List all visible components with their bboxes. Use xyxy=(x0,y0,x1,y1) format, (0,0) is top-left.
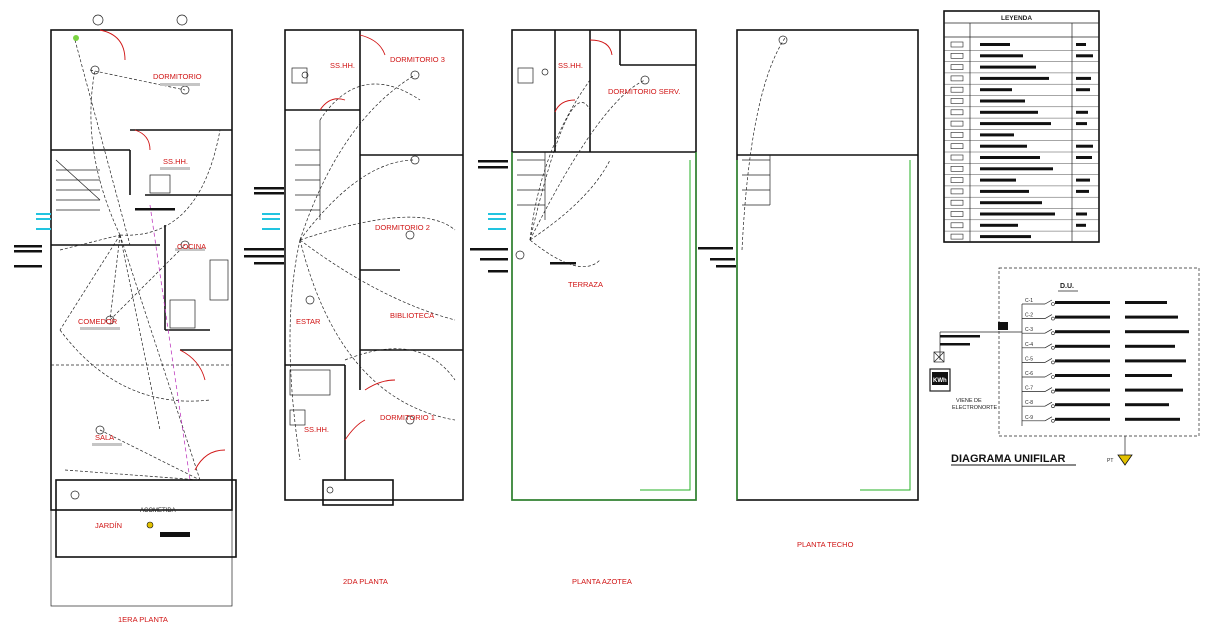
circuit-label: C-4 xyxy=(1025,342,1033,348)
legend-rows xyxy=(944,41,1099,243)
kwh-meter-label: KWh xyxy=(933,378,947,384)
circuit-label: C-5 xyxy=(1025,356,1033,362)
legend-row xyxy=(944,109,1099,119)
legend-table: LEYENDA xyxy=(943,10,1100,243)
room-label-dormitorio-2: DORMITORIO 2 xyxy=(375,223,430,232)
room-label-dormitorio-serv: DORMITORIO SERV. xyxy=(608,87,680,96)
room-label-estar: ESTAR xyxy=(296,317,321,326)
circuit-row: C-1 xyxy=(1022,298,1167,306)
plan-second-floor: SS.HH. DORMITORIO 3 DORMITORIO 2 BIBLIOT… xyxy=(244,29,464,586)
legend-row xyxy=(944,177,1099,187)
room-label-dormitorio-1p: DORMITORIO xyxy=(153,72,202,81)
circuit-row: C-2 xyxy=(1022,313,1178,321)
circuit-rows: C-1C-2C-3C-4C-5C-6C-7C-8C-9 xyxy=(1022,298,1189,423)
source-label: ELECTRONORTE xyxy=(952,405,997,411)
du-label: D.U. xyxy=(1060,283,1074,290)
legend-row xyxy=(944,166,1099,175)
room-label-cocina: COCINA xyxy=(177,242,206,251)
plan-first-floor: DORMITORIO SS.HH. COCINA COMEDOR SALA JA… xyxy=(14,14,237,624)
plan-techo: PLANTA TECHO xyxy=(698,29,919,549)
single-line-diagram: D.U. KWh VIENE DE ELECTRONORTE C-1C-2C-3… xyxy=(929,267,1200,466)
circuit-label: C-2 xyxy=(1025,313,1033,319)
plan-azotea: SS.HH. DORMITORIO SERV. TERRAZA PLANTA A… xyxy=(470,29,697,586)
circuit-row: C-4 xyxy=(1022,342,1175,350)
diagram-title: DIAGRAMA UNIFILAR xyxy=(951,453,1066,465)
room-label-comedor: COMEDOR xyxy=(78,317,118,326)
viene-de-label: VIENE DE xyxy=(956,398,982,404)
room-label-sshh-top-2p: SS.HH. xyxy=(330,61,355,70)
legend-row xyxy=(944,64,1099,74)
legend-row xyxy=(944,98,1099,108)
circuit-label: C-9 xyxy=(1025,415,1033,421)
room-label-terraza: TERRAZA xyxy=(568,280,603,289)
room-label-sshh-1p: SS.HH. xyxy=(163,157,188,166)
room-label-dormitorio-1: DORMITORIO 1 xyxy=(380,413,435,422)
legend-row xyxy=(944,199,1099,209)
plan-label-techo: PLANTA TECHO xyxy=(797,540,854,549)
plan-label-first-floor: 1ERA PLANTA xyxy=(118,615,168,624)
legend-title: LEYENDA xyxy=(1001,15,1032,22)
legend-row xyxy=(944,233,1099,243)
room-label-biblioteca: BIBLIOTECA xyxy=(390,311,434,320)
room-label-jardin: JARDÍN xyxy=(95,521,122,530)
legend-row xyxy=(944,132,1099,141)
circuit-row: C-3 xyxy=(1022,327,1189,336)
room-label-sshh-azotea: SS.HH. xyxy=(558,61,583,70)
plan-label-azotea: PLANTA AZOTEA xyxy=(572,577,632,586)
pt-label: PT xyxy=(1107,458,1113,464)
plan-label-second-floor: 2DA PLANTA xyxy=(343,577,388,586)
legend-row xyxy=(944,211,1099,221)
room-label-dormitorio-3: DORMITORIO 3 xyxy=(390,55,445,64)
room-label-sshh-bottom-2p: SS.HH. xyxy=(304,425,329,434)
circuit-label: C-7 xyxy=(1025,386,1033,392)
legend-row xyxy=(944,86,1099,96)
legend-row xyxy=(944,222,1099,232)
legend-row xyxy=(944,75,1099,85)
legend-row xyxy=(944,188,1099,198)
circuit-row: C-7 xyxy=(1022,386,1183,394)
circuit-label: C-3 xyxy=(1025,327,1033,333)
circuit-row: C-5 xyxy=(1022,356,1186,365)
legend-row xyxy=(944,154,1099,164)
circuit-row: C-9 xyxy=(1022,415,1180,423)
circuit-row: C-8 xyxy=(1022,400,1169,409)
legend-row xyxy=(944,143,1099,153)
legend-row xyxy=(944,52,1099,62)
legend-row xyxy=(944,41,1099,51)
circuit-label: C-8 xyxy=(1025,400,1033,406)
label-acometida: ACOMETIDA xyxy=(140,508,176,514)
room-label-sala: SALA xyxy=(95,433,114,442)
circuit-row: C-6 xyxy=(1022,371,1172,379)
legend-row xyxy=(944,120,1099,130)
circuit-label: C-6 xyxy=(1025,371,1033,377)
circuit-label: C-1 xyxy=(1025,298,1033,304)
